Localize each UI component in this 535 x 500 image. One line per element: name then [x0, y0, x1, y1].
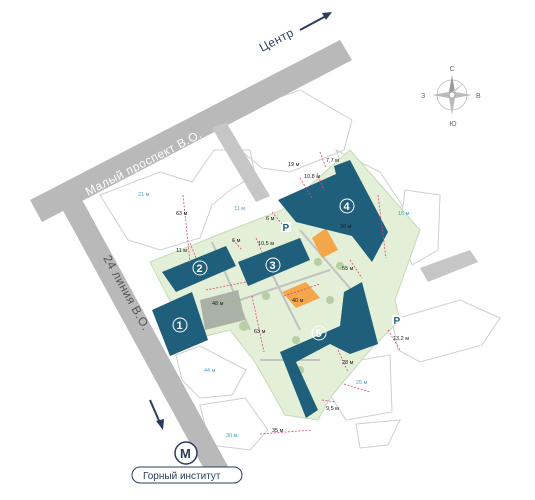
distance-19m: 19 м [288, 162, 300, 168]
parking-1-label: P [283, 223, 290, 234]
road-side-2 [420, 250, 478, 282]
distance-63m-b: 63 м [254, 329, 266, 335]
distance-7-7m: 7,7 м [326, 158, 339, 164]
building-5-label: 5 [316, 328, 322, 340]
distance-40m: 40 м [292, 298, 304, 304]
street-centr: Центр [257, 25, 296, 54]
distance-10-8m: 10,8 м [304, 174, 320, 180]
building-3-label: 3 [270, 260, 276, 272]
playground-1 [282, 282, 320, 308]
road-side-1 [212, 122, 270, 202]
distance-11m-a: 11 м [176, 248, 187, 254]
building-2[interactable] [162, 246, 236, 292]
compass-west: З [421, 93, 425, 100]
buildings [152, 160, 388, 418]
distance-25m: 25 м [356, 380, 368, 386]
yard-area [200, 290, 245, 330]
distance-13-2m: 13,2 м [393, 336, 409, 342]
distance-30m: 30 м [226, 433, 238, 439]
neighbor-buildings [99, 89, 501, 451]
arrow-to-centr [299, 12, 332, 31]
metro-letter: М [180, 446, 191, 461]
parking-2-label: P [394, 316, 401, 327]
compass-rose: С Ю В З [421, 66, 481, 128]
building-4-label: 4 [344, 201, 351, 213]
building-1-label: 1 [177, 320, 183, 332]
distance-9-5m: 9,5 м [326, 406, 339, 412]
building-4[interactable] [278, 160, 388, 262]
distance-36m: 36 м [340, 224, 352, 230]
distance-55m: 55 м [342, 266, 354, 272]
road-24-liniya [60, 196, 230, 480]
compass-south: Ю [450, 121, 457, 128]
compass-east: В [476, 93, 481, 100]
distance-11m-b: 11 м [234, 206, 245, 212]
metro-marker[interactable]: М Горный институт [131, 441, 243, 484]
parking-2: P [392, 315, 402, 327]
building-3[interactable] [238, 238, 310, 286]
building-numbers: 1 2 3 4 5 [172, 198, 355, 341]
building-2-label: 2 [197, 263, 203, 275]
building-1[interactable] [152, 292, 208, 356]
distance-15m: 15 м [398, 211, 410, 217]
playground-2 [312, 228, 338, 258]
distance-10-5m: 10,5 м [258, 241, 274, 247]
arrow-to-metro [149, 399, 164, 430]
distance-6m-b: 6 м [266, 216, 275, 222]
metro-label-box [131, 466, 243, 484]
road-maly-prospekt [30, 40, 352, 222]
compass-north: С [450, 66, 455, 73]
metro-icon [174, 441, 198, 465]
distance-6m-a: 6 м [232, 238, 241, 244]
distance-21m: 21 м [138, 192, 150, 198]
building-5[interactable] [280, 282, 378, 418]
distance-44m: 44 м [204, 368, 216, 374]
distance-63m-a: 63 м [176, 211, 188, 217]
metro-name: Горный институт [143, 471, 221, 482]
dimension-lines [182, 151, 401, 435]
distance-labels: 63 м 21 м 11 м 11 м 6 м 6 м 10,5 м 19 м … [138, 158, 410, 439]
distance-28m: 28 м [342, 360, 354, 366]
street-maly-prospekt: Малый проспект В.О. [83, 127, 204, 199]
roads [30, 40, 478, 480]
distance-48m: 48 м [212, 301, 224, 307]
distance-35m: 35 м [272, 428, 284, 434]
parking-1: P [281, 222, 291, 234]
